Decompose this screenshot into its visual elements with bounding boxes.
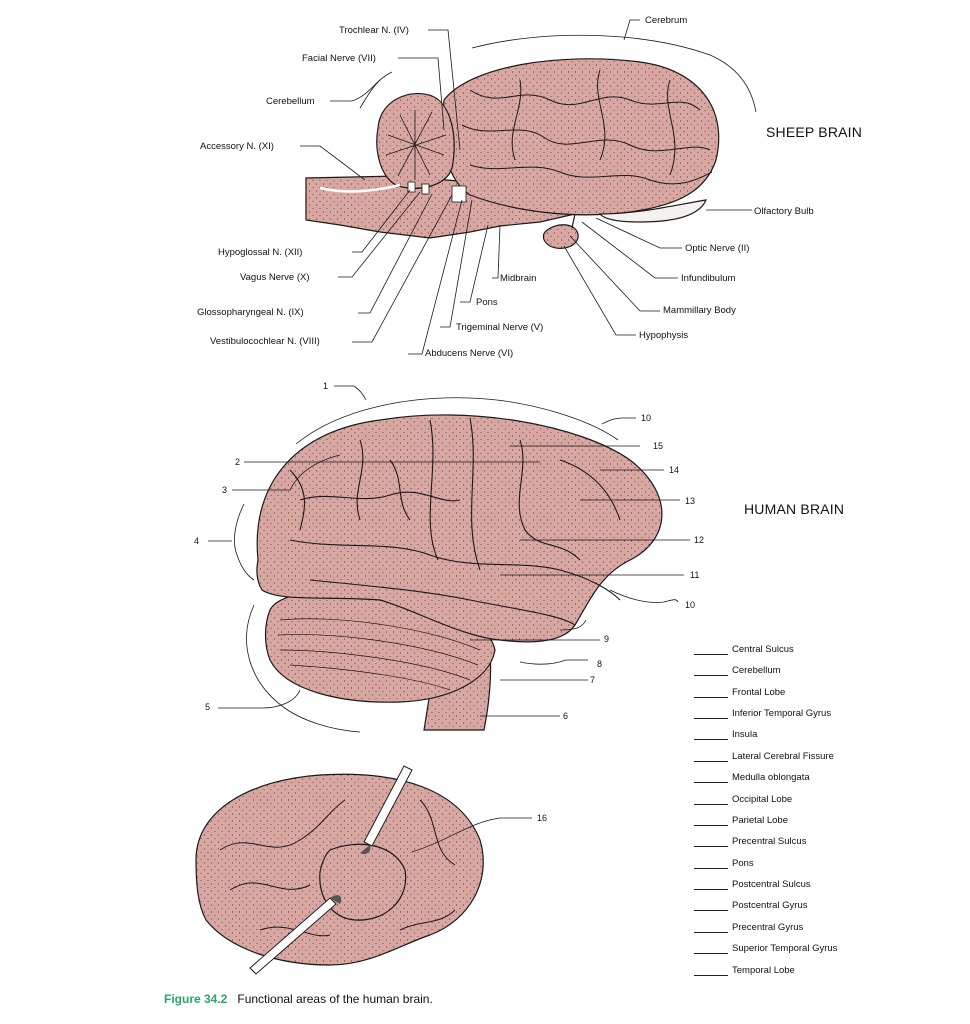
number-4: 4 [194, 536, 200, 546]
answer-blank[interactable] [694, 910, 728, 911]
label-infundibulum: Infundibulum [681, 273, 736, 284]
sheep-cerebrum [442, 58, 720, 216]
insula-region [319, 843, 407, 921]
label-vagus-nerve: Vagus Nerve (X) [240, 272, 310, 283]
number-13: 13 [685, 496, 696, 506]
number-12: 12 [694, 535, 705, 545]
number-1: 1 [323, 381, 329, 391]
answer-blank[interactable] [694, 782, 728, 783]
human-brain-heading: HUMAN BRAIN [744, 501, 845, 517]
lower-retractor [249, 897, 337, 975]
answer-blank[interactable] [694, 804, 728, 805]
answer-blank[interactable] [694, 975, 728, 976]
human-leader-lines [208, 385, 690, 733]
label-abducens-nerve: Abducens Nerve (VI) [425, 348, 514, 359]
sheep-brain-heading: SHEEP BRAIN [766, 124, 863, 140]
answer-blank[interactable] [694, 761, 728, 762]
upper-retractor [363, 765, 413, 847]
answer-blank[interactable] [694, 697, 728, 698]
number-7: 7 [590, 675, 596, 685]
answer-blank[interactable] [694, 932, 728, 933]
figure-caption-text: Functional areas of the human brain. [237, 992, 433, 1006]
number-9: 9 [604, 634, 610, 644]
human-brain-drawing [256, 414, 663, 731]
label-olfactory-bulb: Olfactory Bulb [754, 206, 814, 217]
answer-blank[interactable] [694, 825, 728, 826]
number-2: 2 [235, 457, 241, 467]
number-5: 5 [205, 702, 211, 712]
number-8: 8 [597, 659, 603, 669]
label-trochlear-nerve: Trochlear N. (IV) [339, 25, 409, 36]
label-facial-nerve: Facial Nerve (VII) [302, 53, 376, 64]
sheep-brain-drawing [305, 58, 720, 249]
insula-brain-drawing [195, 765, 484, 975]
label-cerebrum: Cerebrum [645, 15, 688, 26]
answer-blank[interactable] [694, 868, 728, 869]
label-sheep-cerebellum: Cerebellum [266, 96, 315, 107]
answer-blank[interactable] [694, 718, 728, 719]
label-midbrain: Midbrain [500, 273, 537, 284]
sheep-cerebellum [376, 92, 455, 189]
number-10-top: 10 [641, 413, 652, 423]
answer-blank[interactable] [694, 739, 728, 740]
label-vestibulocochlear-nerve: Vestibulocochlear N. (VIII) [210, 336, 320, 347]
number-10-bottom: 10 [685, 600, 696, 610]
answer-blank[interactable] [694, 846, 728, 847]
number-3: 3 [222, 485, 228, 495]
sheep-hypophysis [542, 224, 579, 249]
label-trigeminal-nerve: Trigeminal Nerve (V) [456, 322, 544, 333]
label-glossopharyngeal-nerve: Glossopharyngeal N. (IX) [197, 307, 304, 318]
sheep-olfactory-bulb [598, 199, 707, 223]
label-accessory-nerve: Accessory N. (XI) [200, 141, 274, 152]
number-16: 16 [537, 813, 548, 823]
label-mammillary-body: Mammillary Body [663, 305, 736, 316]
number-11: 11 [690, 570, 700, 580]
label-hypophysis: Hypophysis [639, 330, 689, 341]
label-pons: Pons [476, 297, 498, 308]
answer-blank[interactable] [694, 889, 728, 890]
answer-blank[interactable] [694, 654, 728, 655]
number-6: 6 [563, 711, 569, 721]
number-14: 14 [669, 465, 680, 475]
label-hypoglossal-nerve: Hypoglossal N. (XII) [218, 247, 303, 258]
sheep-leader-lines [300, 19, 757, 355]
answer-blank[interactable] [694, 675, 728, 676]
number-15: 15 [653, 441, 664, 451]
figure-caption: Figure 34.2 Functional areas of the human… [164, 992, 433, 1006]
leader-16 [411, 817, 532, 853]
answer-blank[interactable] [694, 953, 728, 954]
figure-number: Figure 34.2 [164, 992, 228, 1006]
label-optic-nerve: Optic Nerve (II) [685, 243, 750, 254]
